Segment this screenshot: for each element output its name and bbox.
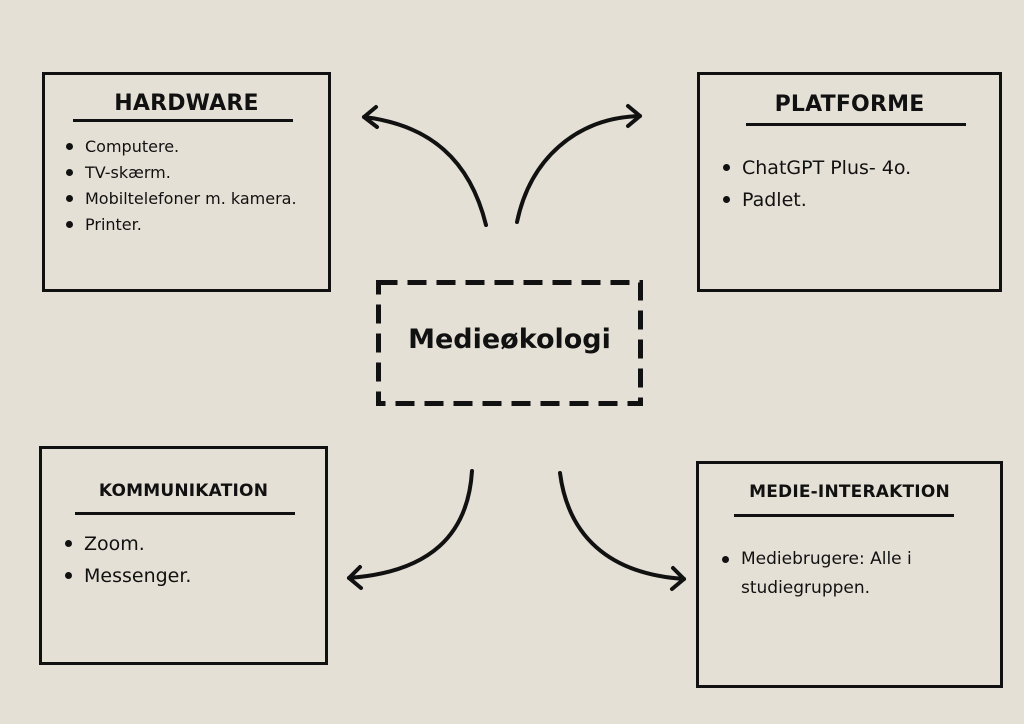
kommunikation-title: KOMMUNIKATION bbox=[98, 481, 269, 501]
arrow-to-kommunikation bbox=[347, 469, 474, 580]
platforme-box: PLATFORME ChatGPT Plus- 4o. Padlet. bbox=[697, 72, 1002, 292]
medie-interaktion-title-underline bbox=[734, 514, 954, 517]
list-item: Messenger. bbox=[62, 560, 302, 592]
arrow-to-platforme-head bbox=[626, 104, 642, 128]
hardware-box: HARDWARE Computere. TV-skærm. Mobiltelef… bbox=[42, 72, 331, 292]
list-item: Mobiltelefoner m. kamera. bbox=[63, 186, 303, 212]
list-item: Computere. bbox=[63, 134, 303, 160]
kommunikation-title-underline bbox=[75, 512, 295, 515]
arrow-to-platforme bbox=[515, 114, 642, 224]
platforme-title-underline bbox=[746, 123, 966, 126]
center-node: Medieøkologi bbox=[376, 280, 643, 406]
arrow-to-medie-interaktion-head bbox=[670, 566, 686, 591]
list-item: Mediebrugere: Alle i studiegruppen. bbox=[719, 545, 974, 603]
arrow-to-hardware bbox=[362, 115, 488, 227]
platforme-title: PLATFORME bbox=[774, 92, 925, 117]
arrow-to-hardware-head bbox=[362, 105, 379, 129]
hardware-title-underline bbox=[73, 119, 293, 122]
center-dashed-border bbox=[376, 280, 643, 406]
list-item: Printer. bbox=[63, 212, 303, 238]
arrow-to-kommunikation-head bbox=[347, 565, 363, 590]
list-item: ChatGPT Plus- 4o. bbox=[720, 152, 980, 184]
hardware-list: Computere. TV-skærm. Mobiltelefoner m. k… bbox=[63, 134, 303, 238]
platforme-list: ChatGPT Plus- 4o. Padlet. bbox=[720, 152, 980, 216]
arrow-to-medie-interaktion bbox=[558, 471, 686, 581]
hardware-title: HARDWARE bbox=[114, 91, 259, 116]
medie-interaktion-title: MEDIE-INTERAKTION bbox=[749, 482, 950, 502]
medie-interaktion-list: Mediebrugere: Alle i studiegruppen. bbox=[719, 545, 974, 603]
kommunikation-list: Zoom. Messenger. bbox=[62, 528, 302, 592]
list-item: Padlet. bbox=[720, 184, 980, 216]
list-item: Zoom. bbox=[62, 528, 302, 560]
kommunikation-box: KOMMUNIKATION Zoom. Messenger. bbox=[39, 446, 328, 665]
center-title: Medieøkologi bbox=[408, 324, 611, 355]
list-item: TV-skærm. bbox=[63, 160, 303, 186]
medie-interaktion-box: MEDIE-INTERAKTION Mediebrugere: Alle i s… bbox=[696, 461, 1003, 688]
